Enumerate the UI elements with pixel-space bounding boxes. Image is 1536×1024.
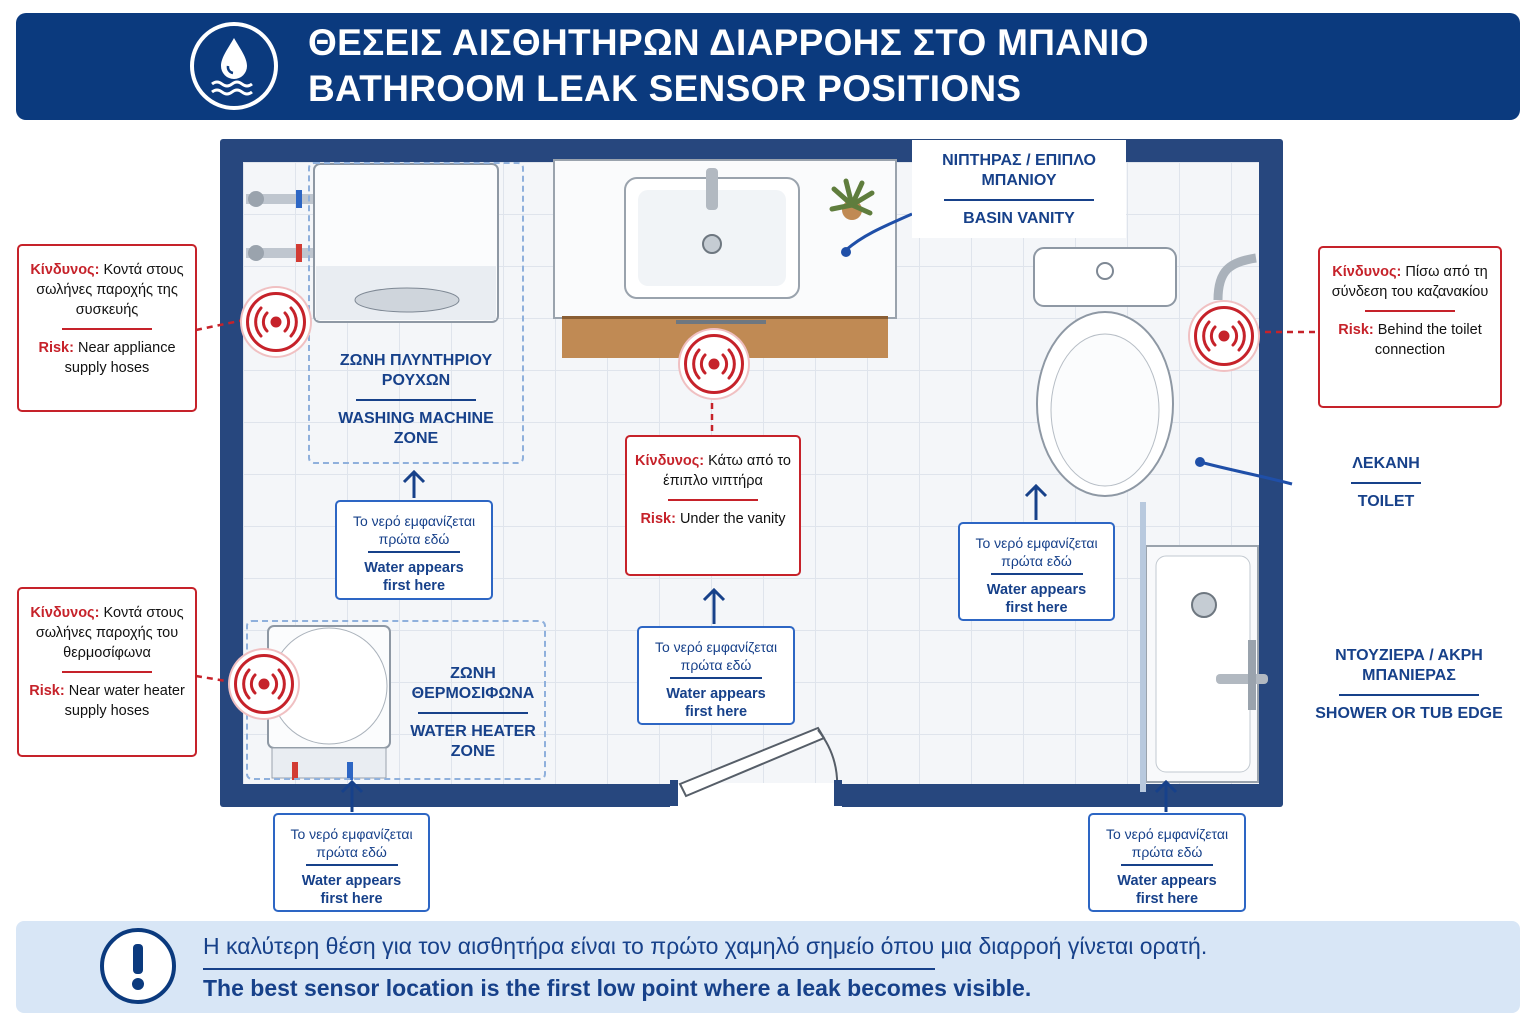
zone-label-english: SHOWER OR TUB EDGE bbox=[1315, 705, 1503, 722]
divider bbox=[1339, 694, 1479, 696]
divider bbox=[368, 551, 460, 553]
toilet-zone-label: ΛΕΚΑΝΗ TOILET bbox=[1326, 454, 1446, 512]
page-title-english: BATHROOM LEAK SENSOR POSITIONS bbox=[308, 68, 1022, 109]
shower-zone-label: ΝΤΟΥΖΙΕΡΑ / ΑΚΡΗ ΜΠΑΝΙΕΡΑΣ SHOWER OR TUB… bbox=[1310, 646, 1508, 724]
risk-box-toilet: Κίνδυνος: Πίσω από τη σύνδεση του καζανα… bbox=[1318, 246, 1502, 408]
divider bbox=[990, 573, 1083, 575]
water-appears-box-heater: Το νερό εμφανίζεται πρώτα εδώ Water appe… bbox=[273, 813, 430, 912]
water-heater-zone-label: ΖΩΝΗ ΘΕΡΜΟΣΙΦΩΝΑ WATER HEATER ZONE bbox=[400, 664, 546, 762]
washing-machine-zone-label: ΖΩΝΗ ΠΛΥΝΤΗΡΙΟΥ ΡΟΥΧΩΝ WASHING MACHINE Z… bbox=[318, 351, 514, 449]
divider bbox=[62, 328, 152, 330]
vanity-cabinet bbox=[553, 159, 897, 358]
zone-label-english: WASHING MACHINE ZONE bbox=[338, 410, 494, 447]
water-appears-greek: Το νερό εμφανίζεται πρώτα εδώ bbox=[654, 639, 778, 673]
risk-text-english: Risk: Behind the toilet connection bbox=[1338, 322, 1482, 358]
divider bbox=[356, 399, 476, 401]
water-appears-box-shower: Το νερό εμφανίζεται πρώτα εδώ Water appe… bbox=[1088, 813, 1246, 912]
zone-label-greek: ΛΕΚΑΝΗ bbox=[1352, 455, 1420, 472]
risk-text-greek: Κίνδυνος: Κάτω από το έπιπλο νιπτήρα bbox=[635, 453, 791, 489]
risk-text-greek: Κίνδυνος: Κοντά στους σωλήνες παροχής τη… bbox=[30, 262, 184, 318]
water-appears-english: Water appears first here bbox=[986, 582, 1087, 616]
water-heater bbox=[267, 625, 391, 780]
risk-text-english: Risk: Near water heater supply hoses bbox=[29, 683, 185, 719]
divider bbox=[1121, 864, 1213, 866]
washing-machine-zone-outline bbox=[308, 162, 524, 464]
risk-box-heater: Κίνδυνος: Κοντά στους σωλήνες παροχής το… bbox=[17, 587, 197, 757]
wifi-signal-icon bbox=[254, 306, 298, 338]
divider bbox=[670, 677, 762, 679]
water-appears-english: Water appears first here bbox=[1117, 873, 1217, 907]
water-appears-english: Water appears first here bbox=[301, 873, 402, 907]
zone-label-english: BASIN VANITY bbox=[963, 210, 1075, 227]
zone-label-greek: ΝΙΠΤΗΡΑΣ / ΕΠΙΠΛΟ ΜΠΑΝΙΟΥ bbox=[942, 152, 1096, 189]
water-appears-greek: Το νερό εμφανίζεται πρώτα εδώ bbox=[290, 826, 413, 860]
arrows bbox=[340, 469, 1178, 812]
zone-label-english: TOILET bbox=[1357, 493, 1415, 510]
water-appears-greek: Το νερό εμφανίζεται πρώτα εδώ bbox=[975, 535, 1098, 569]
divider bbox=[1365, 310, 1455, 312]
water-appears-box-washer: Το νερό εμφανίζεται πρώτα εδώ Water appe… bbox=[335, 500, 493, 600]
wifi-signal-icon bbox=[692, 348, 736, 380]
divider bbox=[944, 199, 1094, 201]
vanity-zone-label: ΝΙΠΤΗΡΑΣ / ΕΠΙΠΛΟ ΜΠΑΝΙΟΥ BASIN VANITY bbox=[912, 140, 1126, 238]
page-title-greek: ΘΕΣΕΙΣ ΑΙΣΘΗΤΗΡΩΝ ΔΙΑΡΡΟΗΣ ΣΤΟ ΜΠΑΝΙΟ bbox=[308, 22, 1149, 63]
sensor-connectors bbox=[195, 318, 1318, 684]
risk-box-washer: Κίνδυνος: Κοντά στους σωλήνες παροχής τη… bbox=[17, 244, 197, 412]
exclamation-icon bbox=[100, 928, 176, 1004]
door bbox=[670, 726, 842, 806]
risk-text-english: Risk: Under the vanity bbox=[640, 511, 786, 527]
water-appears-box-toilet: Το νερό εμφανίζεται πρώτα εδώ Water appe… bbox=[958, 522, 1115, 621]
washing-machine bbox=[313, 163, 499, 323]
risk-text-greek: Κίνδυνος: Πίσω από τη σύνδεση του καζανα… bbox=[1331, 264, 1489, 300]
water-appears-greek: Το νερό εμφανίζεται πρώτα εδώ bbox=[1105, 826, 1229, 860]
potted-plant bbox=[829, 178, 875, 220]
wifi-signal-icon bbox=[1202, 320, 1246, 352]
washer-supply-pipes bbox=[246, 190, 316, 262]
divider bbox=[62, 671, 152, 673]
zone-label-greek: ΖΩΝΗ ΘΕΡΜΟΣΙΦΩΝΑ bbox=[411, 665, 535, 702]
water-appears-box-vanity: Το νερό εμφανίζεται πρώτα εδώ Water appe… bbox=[637, 626, 795, 725]
divider bbox=[668, 499, 758, 501]
water-appears-greek: Το νερό εμφανίζεται πρώτα εδώ bbox=[352, 513, 476, 547]
water-drop-icon bbox=[190, 22, 278, 110]
risk-box-vanity: Κίνδυνος: Κάτω από το έπιπλο νιπτήρα Ris… bbox=[625, 435, 801, 576]
footer-text-greek: Η καλύτερη θέση για τον αισθητήρα είναι … bbox=[203, 933, 1208, 959]
zone-label-english: WATER HEATER ZONE bbox=[410, 723, 536, 760]
risk-text-greek: Κίνδυνος: Κοντά στους σωλήνες παροχής το… bbox=[30, 605, 184, 661]
divider bbox=[418, 712, 528, 714]
wifi-signal-icon bbox=[242, 668, 286, 700]
footer-banner bbox=[16, 921, 1520, 1013]
divider bbox=[305, 864, 398, 866]
divider bbox=[1351, 482, 1421, 484]
risk-text-english: Risk: Near appliance supply hoses bbox=[38, 340, 176, 376]
footer-text-english: The best sensor location is the first lo… bbox=[203, 975, 1032, 1001]
zone-label-greek: ΝΤΟΥΖΙΕΡΑ / ΑΚΡΗ ΜΠΑΝΙΕΡΑΣ bbox=[1335, 647, 1483, 684]
toilet-fixture bbox=[1033, 247, 1257, 497]
water-appears-english: Water appears first here bbox=[666, 686, 766, 720]
footer-divider bbox=[203, 968, 935, 970]
shower-tray bbox=[1140, 502, 1268, 792]
zone-label-greek: ΖΩΝΗ ΠΛΥΝΤΗΡΙΟΥ ΡΟΥΧΩΝ bbox=[339, 352, 493, 389]
water-appears-english: Water appears first here bbox=[364, 560, 464, 594]
